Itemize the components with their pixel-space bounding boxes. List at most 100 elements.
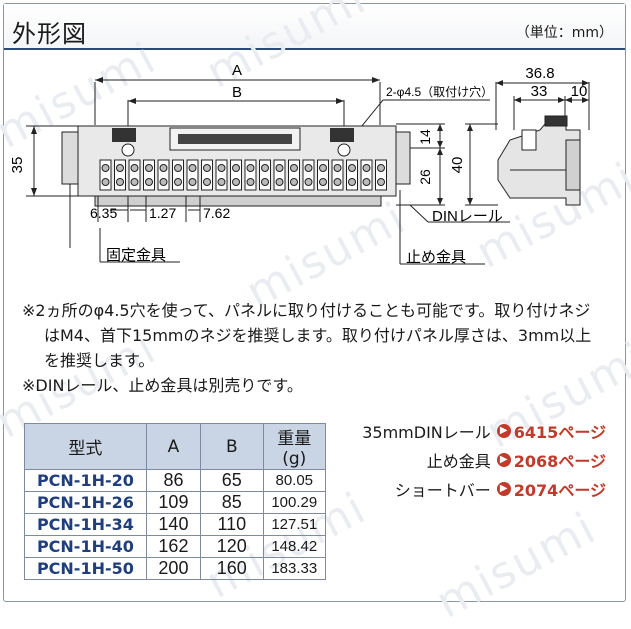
terminal-screw xyxy=(232,178,240,186)
terminal-screw xyxy=(188,178,197,186)
terminal-screw xyxy=(174,164,182,172)
pitch-7-62-label: 7.62 xyxy=(203,205,230,221)
terminal-screw xyxy=(275,164,284,172)
terminal-screw xyxy=(159,164,168,172)
terminal-screw xyxy=(333,164,342,172)
terminal-slot xyxy=(317,159,329,191)
header-weight-unit: (g) xyxy=(282,449,307,469)
title-bar xyxy=(4,4,625,48)
terminal-screw xyxy=(246,178,255,186)
b-cell: 65 xyxy=(200,469,264,492)
link-page[interactable]: 2074ページ xyxy=(513,480,606,500)
weight-cell: 127.51 xyxy=(262,513,327,536)
link-din-rail[interactable]: 35mmDINレール ▶ 6415ページ xyxy=(316,416,606,445)
pitch-6-35-label: 6.35 xyxy=(90,205,117,221)
header-weight: 重量 (g) xyxy=(262,423,327,470)
related-links: 35mmDINレール ▶ 6415ページ 止め金具 ▶ 2068ページ ショート… xyxy=(316,416,606,503)
terminal-screw xyxy=(145,178,153,186)
terminal-screw xyxy=(304,164,313,172)
note-line: ※DINレール、止め金具は別売りです。 xyxy=(22,376,303,395)
terminal-screw xyxy=(116,178,124,186)
page-title: 外形図 xyxy=(12,20,87,48)
terminal-screw xyxy=(348,164,356,172)
a-cell: 86 xyxy=(145,469,202,492)
terminal-screw xyxy=(348,178,356,186)
terminal-screw xyxy=(304,178,313,186)
terminal-slot xyxy=(360,159,373,191)
arrow-right-icon: ▶ xyxy=(496,452,511,467)
terminal-screw xyxy=(246,164,255,172)
terminal-screw xyxy=(203,178,211,186)
terminal-screw xyxy=(203,164,211,172)
note-mounting: ※2ヵ所のφ4.5穴を使って、パネルに取り付けることも可能です。取り付けネジ は… xyxy=(22,298,591,398)
a-cell: 140 xyxy=(145,513,202,536)
terminal-slot xyxy=(259,159,271,191)
terminal-slot xyxy=(244,159,257,191)
terminal-slot xyxy=(375,159,387,191)
side-40-label: 40 xyxy=(449,157,466,174)
hole-label: 2-φ4.5（取付け穴） xyxy=(386,84,493,99)
note-line: はM4、首下15mmのネジを推奨します。取り付けパネル厚さは、3mm以上 xyxy=(44,326,592,345)
link-label: 35mmDINレール xyxy=(362,422,491,442)
b-cell: 85 xyxy=(200,491,264,514)
table-row: PCN-1H-26 109 85 100.29 xyxy=(24,491,327,514)
fixing-bracket-label: 固定金具 xyxy=(106,247,166,264)
terminal-screw xyxy=(362,178,371,186)
header-b: B xyxy=(200,423,264,470)
table-header-row: 型式 A B 重量 (g) xyxy=(24,423,327,470)
terminal-screw xyxy=(362,164,371,172)
b-cell: 160 xyxy=(200,557,264,580)
weight-cell: 183.33 xyxy=(262,557,327,580)
stopper-bracket-label: 止め金具 xyxy=(406,249,466,266)
terminal-screw xyxy=(333,178,342,186)
terminal-screw xyxy=(290,178,298,186)
terminal-screw xyxy=(174,178,182,186)
link-short-bar[interactable]: ショートバー ▶ 2074ページ xyxy=(316,474,606,503)
terminal-slot xyxy=(230,159,242,191)
terminal-screw xyxy=(377,164,385,172)
link-page[interactable]: 6415ページ xyxy=(513,422,606,442)
table-row: PCN-1H-40 162 120 148.42 xyxy=(24,535,327,558)
link-page[interactable]: 2068ページ xyxy=(513,451,606,471)
model-cell: PCN-1H-26 xyxy=(24,491,147,514)
model-cell: PCN-1H-40 xyxy=(24,535,147,558)
terminal-screw xyxy=(290,164,298,172)
link-label: 止め金具 xyxy=(426,451,491,471)
terminal-slot xyxy=(215,159,228,191)
side-33-label: 33 xyxy=(531,83,548,100)
terminal-screw xyxy=(319,178,327,186)
model-cell: PCN-1H-34 xyxy=(24,513,147,536)
unit-label: （単位：mm） xyxy=(515,25,613,41)
terminal-slot xyxy=(99,159,112,191)
height-35-label: 35 xyxy=(9,157,26,174)
side-36-8-label: 36.8 xyxy=(525,65,554,82)
table-row: PCN-1H-20 86 65 80.05 xyxy=(24,469,327,492)
terminal-screw xyxy=(145,164,153,172)
terminal-slot xyxy=(186,159,199,191)
b-cell: 120 xyxy=(200,535,264,558)
terminal-screw xyxy=(261,178,269,186)
terminal-slot xyxy=(201,159,213,191)
arrow-right-icon: ▶ xyxy=(496,423,511,438)
table-row: PCN-1H-34 140 110 127.51 xyxy=(24,513,327,536)
header-model: 型式 xyxy=(24,423,147,470)
weight-cell: 148.42 xyxy=(262,535,327,558)
terminal-screw xyxy=(261,164,269,172)
terminal-slot xyxy=(157,159,170,191)
header-weight-label: 重量 xyxy=(277,429,312,449)
spec-table: 型式 A B 重量 (g) PCN-1H-20 86 65 80.05 PCN-… xyxy=(24,423,327,580)
terminal-screw xyxy=(232,164,240,172)
terminal-slot xyxy=(114,159,126,191)
terminal-slot xyxy=(302,159,315,191)
page-frame xyxy=(3,3,626,602)
terminal-screw xyxy=(275,178,284,186)
model-cell: PCN-1H-50 xyxy=(24,557,147,580)
weight-cell: 80.05 xyxy=(262,469,327,492)
dim-a-label: A xyxy=(232,62,242,79)
din-rail-label: DINレール xyxy=(432,208,503,225)
header-a: A xyxy=(145,423,202,470)
outline-drawing: A B 2-φ4.5（取付け穴） 35 14 26 40 36.8 33 10 … xyxy=(9,62,590,266)
terminal-screw xyxy=(116,164,124,172)
link-stopper[interactable]: 止め金具 ▶ 2068ページ xyxy=(316,445,606,474)
right-14-label: 14 xyxy=(417,129,433,145)
